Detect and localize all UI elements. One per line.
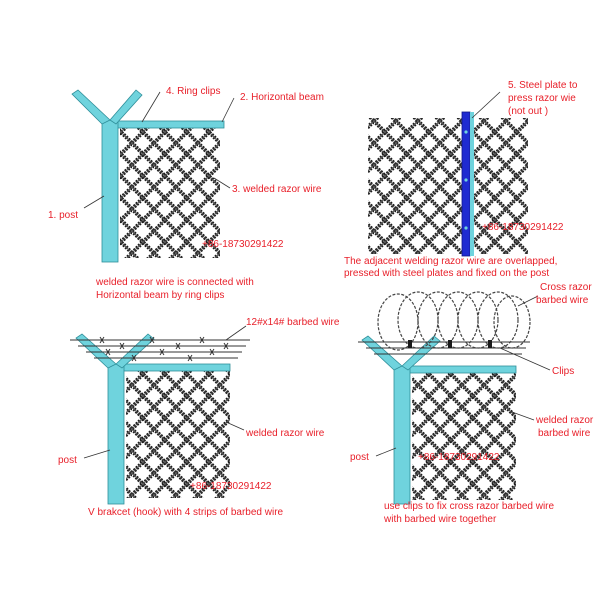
leader-clips (499, 347, 551, 371)
razor-wire-mesh-right (464, 118, 528, 254)
label-welded-razor-1: welded razor (536, 415, 594, 426)
label-steel-plate-3: (not out ) (508, 106, 549, 117)
horizontal-beam (397, 365, 517, 374)
label-post: 1. post (48, 210, 79, 221)
v-bracket-right-arm (401, 335, 441, 371)
caption-line-2: Horizontal beam by ring clips (96, 290, 225, 301)
bolt-1 (464, 130, 468, 134)
label-welded-razor-wire: welded razor wire (246, 428, 325, 439)
caption-line-2: pressed with steel plates and fixed on t… (344, 268, 550, 279)
razor-wire-mesh-left (368, 118, 468, 254)
label-steel-plate-2: press razor wie (508, 93, 576, 104)
razor-wire-mesh (120, 128, 220, 258)
horizontal-beam (111, 363, 231, 372)
v-bracket-right-arm (115, 333, 155, 369)
steel-plate (461, 111, 471, 257)
post (393, 365, 411, 505)
label-post: post (350, 452, 369, 463)
label-phone: +86-18730291422 (482, 222, 564, 233)
razor-wire-mesh (126, 370, 230, 498)
leader-cross-razor (517, 295, 539, 307)
leader-welded-razor-wire (225, 421, 245, 431)
post (101, 119, 119, 263)
label-cross-razor-2: barbed wire (536, 295, 589, 306)
barbs (99, 336, 229, 362)
leader-post (375, 447, 397, 457)
v-bracket-left-arm (361, 335, 403, 371)
label-welded-razor-wire: 3. welded razor wire (232, 184, 322, 195)
panel-top-left (71, 89, 235, 263)
v-bracket-right-arm (109, 89, 143, 125)
label-steel-plate-1: 5. Steel plate to (508, 80, 578, 91)
leader-horizontal-beam (221, 97, 235, 123)
clip-marks (408, 340, 492, 348)
caption-line-1: The adjacent welding razor wire are over… (344, 256, 558, 267)
leader-barbed-wire (225, 325, 247, 341)
leader-welded-razor (511, 411, 535, 421)
caption-line-1: use clips to fix cross razor barbed wire (384, 501, 555, 512)
label-cross-razor-1: Cross razor (540, 282, 592, 293)
caption-line-1: welded razor wire is connected with (96, 277, 254, 288)
v-bracket-left-arm (71, 89, 111, 125)
label-welded-razor-2: barbed wire (538, 428, 591, 439)
bolt-3 (464, 226, 468, 230)
razor-wire-mesh (412, 372, 516, 500)
leader-post (83, 449, 111, 459)
label-phone: +86-18730291422 (418, 452, 500, 463)
leader-ring-clips (141, 91, 161, 123)
caption: V brakcet (hook) with 4 strips of barbed… (88, 507, 284, 518)
v-bracket-left-arm (75, 333, 117, 369)
label-barbed-wire: 12#x14# barbed wire (246, 317, 340, 328)
cross-razor-coils (377, 291, 531, 351)
leader-steel-plate (471, 91, 501, 119)
panel-bottom-right (358, 291, 551, 505)
label-phone: +86-18730291422 (190, 481, 272, 492)
leader-post (83, 195, 105, 209)
label-post: post (58, 455, 77, 466)
panel-top-right (368, 91, 528, 257)
caption-line-2: with barbed wire together (384, 514, 497, 525)
bolt-2 (464, 178, 468, 182)
post-edge (470, 112, 474, 256)
leader-welded-razor-wire (213, 177, 231, 189)
panel-bottom-left (70, 325, 250, 505)
barbed-wire-strands (70, 339, 250, 359)
label-horizontal-beam: 2. Horizontal beam (240, 92, 324, 103)
horizontal-beam (105, 120, 225, 129)
label-phone: +86-18730291422 (202, 239, 284, 250)
post (107, 363, 125, 505)
label-clips: Clips (552, 366, 575, 377)
label-ring-clips: 4. Ring clips (166, 86, 221, 97)
